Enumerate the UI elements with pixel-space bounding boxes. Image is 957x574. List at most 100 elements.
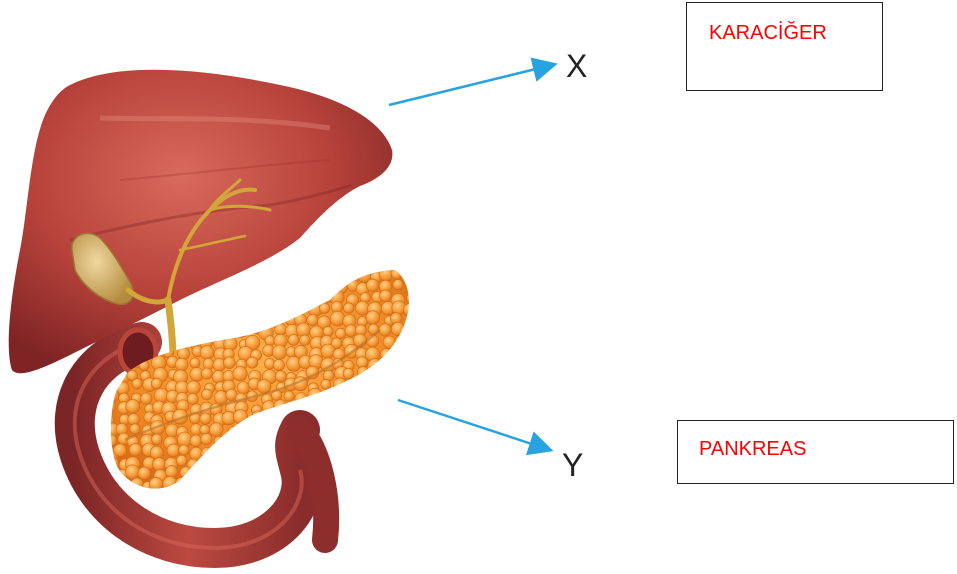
pancreas-lobule — [284, 292, 297, 305]
pancreas-lobule — [344, 388, 359, 403]
pancreas-lobule — [288, 335, 299, 346]
pancreas-lobule — [221, 456, 235, 470]
pancreas-lobule — [358, 456, 368, 466]
pancreas-lobule — [237, 488, 248, 499]
pancreas-lobule — [393, 459, 405, 471]
pancreas-lobule — [333, 378, 347, 392]
pancreas-lobule — [203, 358, 214, 369]
pancreas-lobule — [179, 445, 190, 456]
pancreas-lobule — [323, 326, 333, 336]
pancreas-lobule — [228, 426, 238, 436]
pancreas-lobule — [354, 478, 366, 490]
pancreas-lobule — [246, 469, 260, 483]
pancreas-lobule — [234, 323, 249, 338]
pancreas-lobule — [259, 480, 273, 494]
pancreas-lobule — [275, 305, 285, 315]
pancreas-lobule — [391, 433, 403, 445]
pancreas-lobule — [189, 313, 202, 326]
pancreas-lobule — [394, 346, 406, 358]
pancreas-lobule — [308, 388, 323, 403]
pancreas-lobule — [271, 262, 282, 273]
pancreas-lobule — [371, 468, 385, 482]
pancreas-lobule — [379, 457, 390, 468]
pancreas-lobule — [333, 438, 344, 449]
pancreas-lobule — [271, 412, 282, 423]
pancreas-lobule — [237, 304, 247, 314]
pancreas-lobule — [343, 303, 354, 314]
pancreas-lobule — [366, 311, 380, 325]
pancreas-lobule — [383, 336, 396, 349]
pancreas-lobule — [226, 282, 239, 295]
pancreas-lobule — [226, 469, 240, 483]
pancreas-lobule — [370, 391, 383, 404]
pancreas-lobule — [273, 268, 284, 279]
pancreas-lobule — [163, 491, 176, 504]
pancreas-lobule — [187, 381, 201, 395]
pancreas-lobule — [262, 401, 275, 414]
pancreas-lobule — [223, 488, 235, 500]
pancreas-lobule — [355, 490, 369, 504]
pancreas-lobule — [199, 488, 211, 500]
pancreas-lobule — [179, 314, 189, 324]
pancreas-lobule — [264, 272, 275, 283]
pancreas-lobule — [190, 325, 204, 339]
pancreas-lobule — [396, 448, 408, 460]
pancreas-lobule — [200, 346, 214, 360]
pancreas-lobule — [155, 312, 167, 324]
pancreas-lobule — [294, 290, 308, 304]
pancreas-lobule — [346, 379, 361, 394]
pancreas-lobule — [198, 315, 210, 327]
pancreas-lobule — [322, 258, 332, 268]
pancreas-lobule — [128, 414, 140, 426]
pancreas-lobule — [380, 416, 390, 426]
pancreas-lobule — [235, 313, 247, 325]
pancreas-lobule — [300, 335, 311, 346]
pancreas-lobule — [214, 446, 224, 456]
pancreas-lobule — [190, 435, 202, 447]
pancreas-lobule — [330, 311, 345, 326]
pancreas-lobule — [250, 303, 261, 314]
pancreas-lobule — [335, 415, 346, 426]
pancreas-lobule — [214, 436, 225, 447]
pancreas-lobule — [357, 393, 369, 405]
pancreas-lobule — [180, 467, 192, 479]
pancreas-lobule — [200, 413, 211, 424]
pancreas-lobule — [379, 324, 391, 336]
pancreas-lobule — [204, 327, 215, 338]
pancreas-lobule — [345, 458, 356, 469]
pancreas-lobule — [202, 477, 214, 489]
pancreas-lobule — [391, 356, 403, 368]
pancreas-lobule — [308, 279, 321, 292]
pancreas-lobule — [249, 489, 260, 500]
pancreas-lobule — [369, 365, 383, 379]
pancreas-lobule — [334, 459, 344, 469]
pancreas-lobule — [246, 267, 259, 280]
pancreas-lobule — [368, 445, 383, 460]
answer-box-x[interactable]: KARACİĞER — [686, 2, 883, 91]
pancreas-lobule — [295, 393, 308, 406]
pancreas-lobule — [335, 449, 347, 461]
pancreas-lobule — [176, 478, 187, 489]
pancreas-lobule — [393, 279, 403, 289]
pancreas-lobule — [407, 260, 421, 274]
pancreas-lobule — [407, 467, 419, 479]
pancreas-lobule — [403, 381, 417, 395]
pancreas-lobule — [355, 434, 368, 447]
pancreas-lobule — [106, 457, 119, 470]
pancreas-lobule — [275, 371, 286, 382]
pancreas-lobule — [372, 412, 382, 422]
pancreas-lobule — [366, 476, 380, 490]
pancreas-lobule — [307, 315, 318, 326]
pancreas-lobule — [211, 477, 222, 488]
pancreas-lobule — [358, 402, 373, 417]
pancreas-lobule — [176, 455, 187, 466]
pancreas-lobule — [102, 400, 116, 414]
pancreas-lobule — [310, 292, 323, 305]
pancreas-lobule — [391, 322, 404, 335]
pancreas-lobule — [380, 261, 391, 272]
pancreas-lobule — [346, 491, 360, 505]
pancreas-lobule — [226, 479, 240, 493]
pancreas-lobule — [114, 444, 127, 457]
answer-box-y[interactable]: PANKREAS — [677, 420, 954, 484]
pancreas-lobule — [187, 393, 198, 404]
